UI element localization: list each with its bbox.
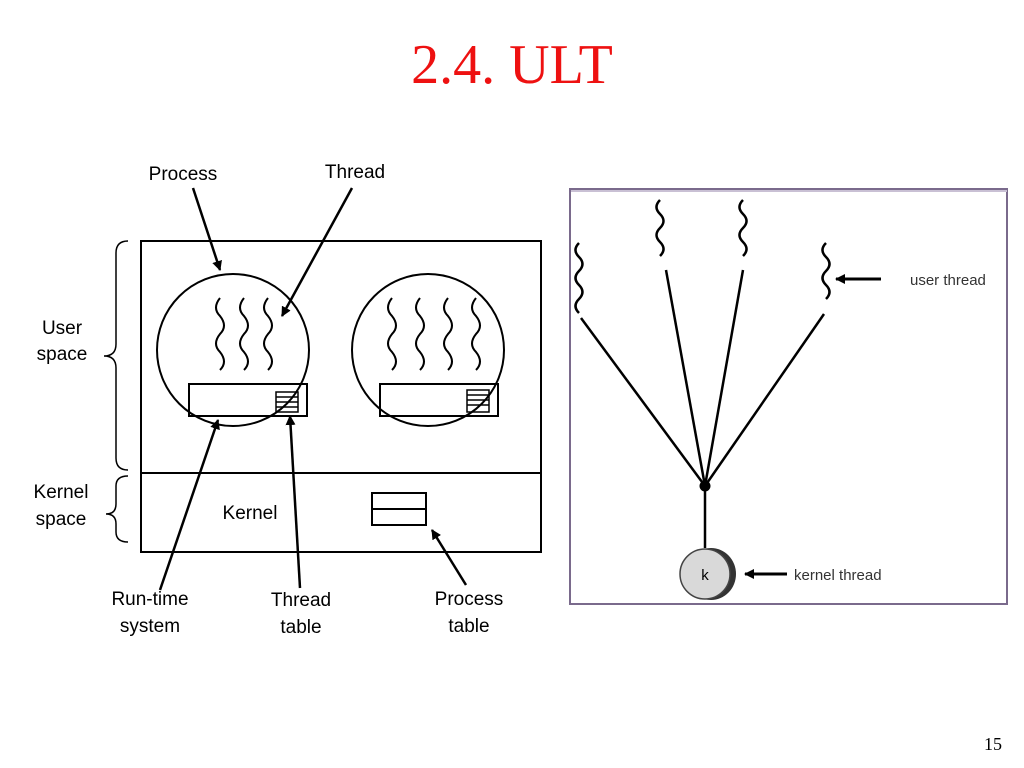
label-thread-table-2: table	[280, 617, 321, 638]
kernel-node-letter: k	[701, 567, 709, 584]
label-user-space-1: User	[42, 318, 83, 339]
user-threads	[574, 199, 831, 314]
slide-title: 2.4. ULT	[411, 34, 613, 96]
thread-squiggle	[443, 297, 453, 371]
kernel-space-brace	[105, 475, 129, 543]
runtime-system-box-2	[379, 383, 499, 417]
diagram-frame	[569, 188, 1008, 605]
thread-table-arrow	[285, 415, 302, 589]
process-table-arrow	[430, 529, 468, 586]
process-1-threads	[215, 297, 273, 371]
process-circle-2	[351, 273, 505, 427]
thread-squiggle	[387, 297, 397, 371]
thread-squiggle	[471, 297, 481, 371]
page-number: 15	[984, 734, 1002, 754]
kernel-space-box	[140, 472, 542, 553]
label-runtime-2: system	[120, 616, 180, 637]
kernel-thread-node: k	[679, 548, 736, 600]
process-2-threads	[387, 297, 481, 371]
runtime-system-arrow	[158, 419, 220, 591]
label-kernel: Kernel	[223, 503, 278, 524]
mapping-lines	[579, 269, 826, 548]
label-process-table-1: Process	[435, 589, 504, 610]
thread-table-1	[275, 391, 299, 413]
user-space-box	[140, 240, 542, 474]
label-kernel-space-1: Kernel	[34, 482, 89, 503]
thread-squiggle	[263, 297, 273, 371]
thread-squiggle	[215, 297, 225, 371]
label-runtime-1: Run-time	[111, 589, 188, 610]
label-thread: Thread	[325, 162, 385, 183]
label-thread-table-1: Thread	[271, 590, 331, 611]
junction-dot	[699, 480, 711, 492]
label-kernel-thread: kernel thread	[794, 567, 882, 584]
runtime-system-box-1	[188, 383, 308, 417]
user-thread-squiggle	[738, 199, 748, 257]
user-thread-squiggle	[821, 242, 831, 300]
label-process-table-2: table	[448, 616, 489, 637]
thread-squiggle	[239, 297, 249, 371]
thread-squiggle	[415, 297, 425, 371]
thread-arrow	[280, 187, 354, 317]
process-arrow	[191, 187, 222, 271]
label-kernel-space-2: space	[36, 509, 87, 530]
process-circle-1	[156, 273, 310, 427]
label-user-space-2: space	[37, 344, 88, 365]
user-thread-squiggle	[574, 242, 584, 314]
process-table-icon	[371, 492, 427, 526]
label-process: Process	[149, 164, 218, 185]
thread-table-2	[466, 389, 490, 413]
user-space-brace	[103, 240, 129, 471]
user-thread-squiggle	[655, 199, 665, 257]
label-user-thread: user thread	[910, 272, 986, 289]
many-to-one-diagram: k user thread kernel thread	[569, 188, 1008, 605]
